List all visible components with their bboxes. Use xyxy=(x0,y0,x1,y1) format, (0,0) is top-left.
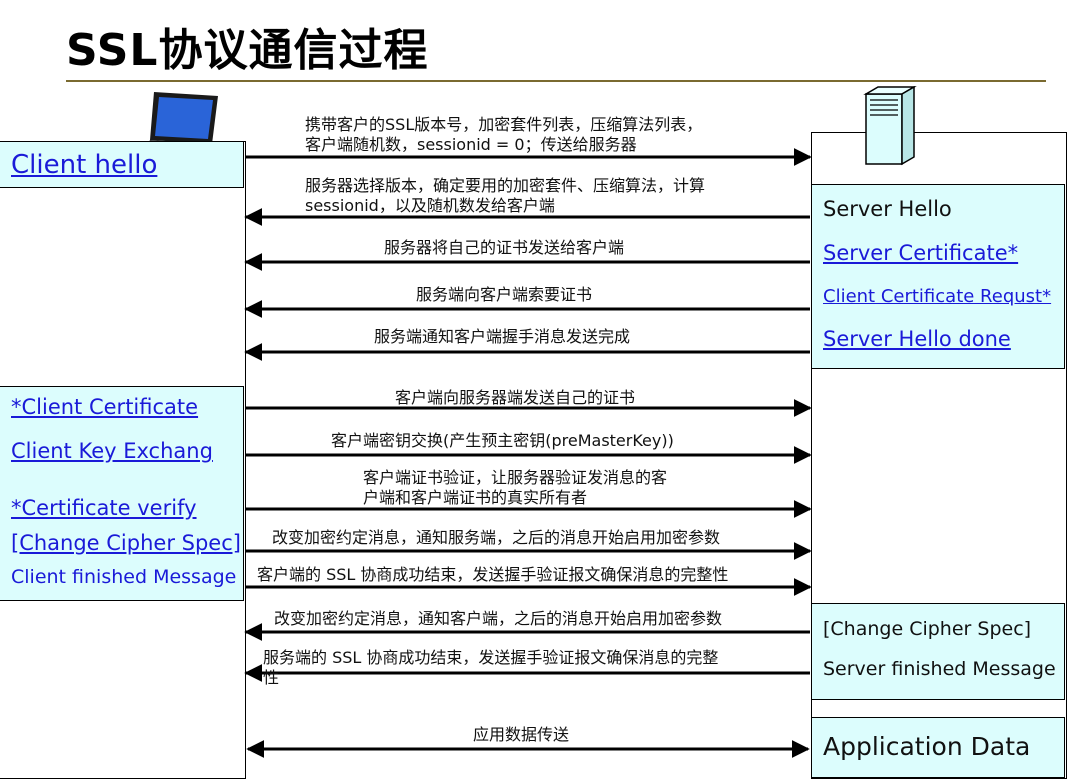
certificate-verify-label[interactable]: *Certificate verify xyxy=(11,496,197,520)
client-finished-label: Client finished Message xyxy=(11,566,237,588)
message-label-4-line-1: 服务端向客户端索要证书 xyxy=(416,285,593,304)
message-label-12: 服务端的 SSL 协商成功结束，发送握手验证报文确保消息的完整 性 xyxy=(263,648,718,688)
message-label-13: 应用数据传送 xyxy=(473,725,569,745)
application-data-box: Application Data xyxy=(811,717,1065,778)
message-label-9: 改变加密约定消息，通知服务端，之后的消息开始启用加密参数 xyxy=(272,528,720,548)
message-label-3-line-1: 服务器将自己的证书发送给客户端 xyxy=(384,238,625,257)
page-title: SSL协议通信过程 xyxy=(66,25,429,76)
server-hello-box: Server Hello Server Certificate* Client … xyxy=(811,184,1065,369)
message-label-2: 服务器选择版本，确定要用的加密套件、压缩算法，计算 sessionid，以及随机… xyxy=(305,176,705,216)
client-hello-box: Client hello xyxy=(0,141,244,188)
message-label-7: 客户端密钥交换(产生预主密钥(preMasterKey)) xyxy=(331,431,674,451)
message-label-2-line-2: sessionid，以及随机数发给客户端 xyxy=(305,196,555,215)
message-label-6-line-1: 客户端向服务器端发送自己的证书 xyxy=(395,388,636,407)
message-label-5: 服务端通知客户端握手消息发送完成 xyxy=(374,327,630,347)
client-certificate-request-label[interactable]: Client Certificate Requst* xyxy=(823,286,1052,307)
client-handshake-box: *Client Certificate Client Key Exchang *… xyxy=(0,386,244,601)
server-tower-icon xyxy=(863,86,917,166)
message-label-1-line-1: 携带客户的SSL版本号，加密套件列表，压缩算法列表， xyxy=(305,115,703,134)
message-label-10-line-1: 客户端的 SSL 协商成功结束，发送握手验证报文确保消息的完整性 xyxy=(257,565,729,584)
title-divider xyxy=(66,80,1046,82)
message-label-8-line-2: 户端和客户端证书的真实所有者 xyxy=(363,488,588,507)
server-change-cipher-spec-label: [Change Cipher Spec] xyxy=(823,618,1032,640)
message-label-13-line-1: 应用数据传送 xyxy=(473,725,570,744)
message-label-12-line-1: 服务端的 SSL 协商成功结束，发送握手验证报文确保消息的完整 xyxy=(263,648,719,667)
message-label-8-line-1: 客户端证书验证，让服务器验证发消息的客 xyxy=(363,468,668,487)
server-hello-label: Server Hello xyxy=(823,197,952,221)
message-label-9-line-1: 改变加密约定消息，通知服务端，之后的消息开始启用加密参数 xyxy=(272,528,721,547)
message-label-1: 携带客户的SSL版本号，加密套件列表，压缩算法列表， 客户端随机数，sessio… xyxy=(305,115,702,155)
message-label-3: 服务器将自己的证书发送给客户端 xyxy=(384,238,624,258)
server-finish-box: [Change Cipher Spec] Server finished Mes… xyxy=(811,603,1065,700)
client-key-exchange-label[interactable]: Client Key Exchang xyxy=(11,439,213,463)
message-label-8: 客户端证书验证，让服务器验证发消息的客 户端和客户端证书的真实所有者 xyxy=(363,468,667,508)
server-finished-label: Server finished Message xyxy=(823,658,1056,680)
message-label-7-line-1: 客户端密钥交换(产生预主密钥(preMasterKey)) xyxy=(331,431,674,450)
message-label-2-line-1: 服务器选择版本，确定要用的加密套件、压缩算法，计算 xyxy=(305,176,706,195)
client-hello-label[interactable]: Client hello xyxy=(11,150,158,180)
server-certificate-label[interactable]: Server Certificate* xyxy=(823,241,1019,265)
client-certificate-label[interactable]: *Client Certificate xyxy=(11,395,199,419)
message-label-1-line-2: 客户端随机数，sessionid = 0；传送给服务器 xyxy=(305,135,637,154)
message-label-11-line-1: 改变加密约定消息，通知客户端，之后的消息开始启用加密参数 xyxy=(274,609,723,628)
message-label-12-line-2: 性 xyxy=(263,668,280,687)
application-data-label: Application Data xyxy=(823,732,1031,761)
message-label-10: 客户端的 SSL 协商成功结束，发送握手验证报文确保消息的完整性 xyxy=(257,565,728,585)
client-change-cipher-spec-label[interactable]: [Change Cipher Spec] xyxy=(11,531,241,555)
message-label-5-line-1: 服务端通知客户端握手消息发送完成 xyxy=(374,327,631,346)
message-label-11: 改变加密约定消息，通知客户端，之后的消息开始启用加密参数 xyxy=(274,609,722,629)
message-label-4: 服务端向客户端索要证书 xyxy=(416,285,592,305)
server-hello-done-label[interactable]: Server Hello done xyxy=(823,327,1011,351)
message-label-6: 客户端向服务器端发送自己的证书 xyxy=(395,388,635,408)
